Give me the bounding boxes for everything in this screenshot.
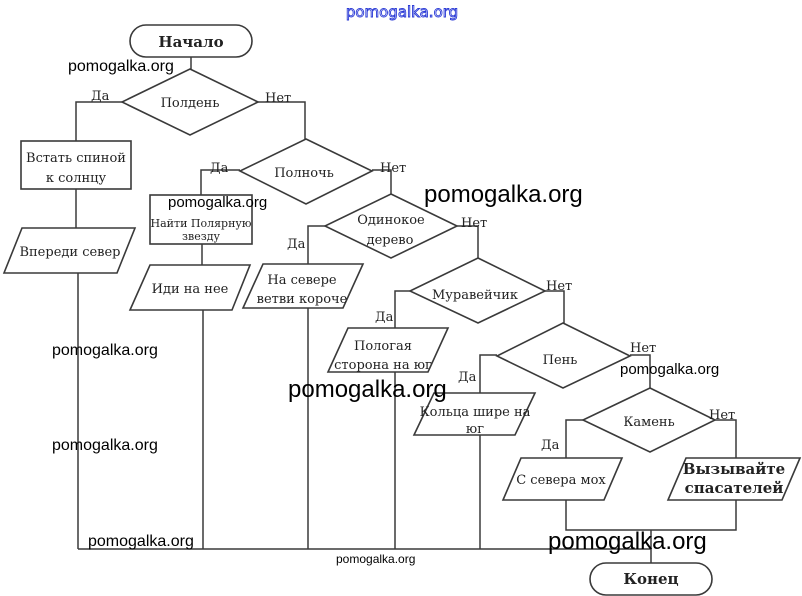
watermark: pomogalka.org bbox=[52, 437, 158, 454]
decision-label: Полдень bbox=[161, 96, 220, 111]
output-label: спасателей bbox=[685, 479, 784, 497]
decision-lonely-tree: Одинокое дерево bbox=[323, 193, 459, 259]
start-label: Начало bbox=[158, 33, 223, 51]
output-gentle-slope: Пологая сторона на юг bbox=[326, 327, 450, 373]
yes-label: Да bbox=[541, 438, 560, 453]
watermarks: pomogalka.org pomogalka.org pomogalka.or… bbox=[52, 3, 719, 566]
decision-label: Муравейчик bbox=[432, 288, 518, 303]
output-label: Вызывайте bbox=[683, 460, 785, 478]
decision-label: Камень bbox=[623, 415, 674, 430]
connectors bbox=[75, 57, 737, 563]
output-go-to-it: Иди на нее bbox=[128, 264, 252, 311]
output-moss-north: С севера мох bbox=[501, 457, 624, 501]
output-label: С севера мох bbox=[516, 473, 606, 488]
watermark: pomogalka.org bbox=[68, 58, 174, 75]
watermark: pomogalka.org bbox=[548, 528, 707, 555]
process-back-to-sun: Встать спиной к солнцу bbox=[20, 140, 132, 190]
decision-stump: Пень bbox=[495, 322, 632, 389]
output-label: Кольца шире на bbox=[420, 405, 531, 420]
output-call-rescue: Вызывайте спасателей bbox=[666, 457, 802, 501]
no-label: Нет bbox=[630, 341, 656, 356]
decision-stone: Камень bbox=[581, 387, 717, 453]
output-rings-wider: Кольца шире на юг bbox=[412, 392, 537, 437]
decision-label: Одинокое bbox=[357, 213, 425, 228]
decision-noon: Полдень bbox=[120, 68, 260, 136]
process-find-star: Найти Полярную звезду bbox=[149, 194, 253, 245]
watermark: pomogalka.org bbox=[288, 376, 447, 403]
output-label: Пологая bbox=[354, 339, 412, 354]
output-label: Иди на нее bbox=[152, 282, 229, 297]
output-label: сторона на юг bbox=[334, 358, 432, 373]
output-label: юг bbox=[466, 422, 484, 437]
watermark: pomogalka.org bbox=[336, 552, 415, 566]
branch-labels: Да Нет Да Нет Да Нет Да Нет Да Нет Да Не… bbox=[91, 89, 735, 453]
decision-label: Пень bbox=[543, 353, 578, 368]
output-label: Впереди север bbox=[19, 245, 120, 260]
decision-label: дерево bbox=[367, 233, 414, 248]
decision-midnight: Полночь bbox=[238, 138, 374, 205]
start-terminal: Начало bbox=[129, 24, 253, 58]
output-north-ahead: Впереди север bbox=[2, 227, 137, 274]
yes-label: Да bbox=[458, 370, 477, 385]
yes-label: Да bbox=[210, 161, 229, 176]
output-label: На севере bbox=[267, 273, 337, 288]
output-label: ветви короче bbox=[257, 292, 348, 307]
end-terminal: Конец bbox=[589, 562, 713, 596]
process-label: Найти Полярную bbox=[151, 217, 252, 230]
watermark: pomogalka.org bbox=[346, 3, 458, 21]
watermark: pomogalka.org bbox=[424, 181, 583, 208]
watermark: pomogalka.org bbox=[88, 533, 194, 550]
watermark: pomogalka.org bbox=[52, 342, 158, 359]
process-label: к солнцу bbox=[46, 171, 107, 186]
no-label: Нет bbox=[265, 91, 291, 106]
yes-label: Да bbox=[91, 89, 110, 104]
output-branches-shorter: На севере ветви короче bbox=[241, 263, 365, 309]
watermark: pomogalka.org bbox=[168, 194, 267, 211]
no-label: Нет bbox=[546, 279, 572, 294]
no-label: Нет bbox=[461, 216, 487, 231]
watermark: pomogalka.org bbox=[620, 361, 719, 378]
yes-label: Да bbox=[375, 310, 394, 325]
process-label: звезду bbox=[182, 230, 220, 243]
process-label: Встать спиной bbox=[26, 151, 126, 166]
decision-anthill: Муравейчик bbox=[408, 257, 547, 324]
yes-label: Да bbox=[287, 237, 306, 252]
no-label: Нет bbox=[709, 408, 735, 423]
no-label: Нет bbox=[380, 161, 406, 176]
end-label: Конец bbox=[623, 570, 678, 588]
decision-label: Полночь bbox=[274, 166, 334, 181]
